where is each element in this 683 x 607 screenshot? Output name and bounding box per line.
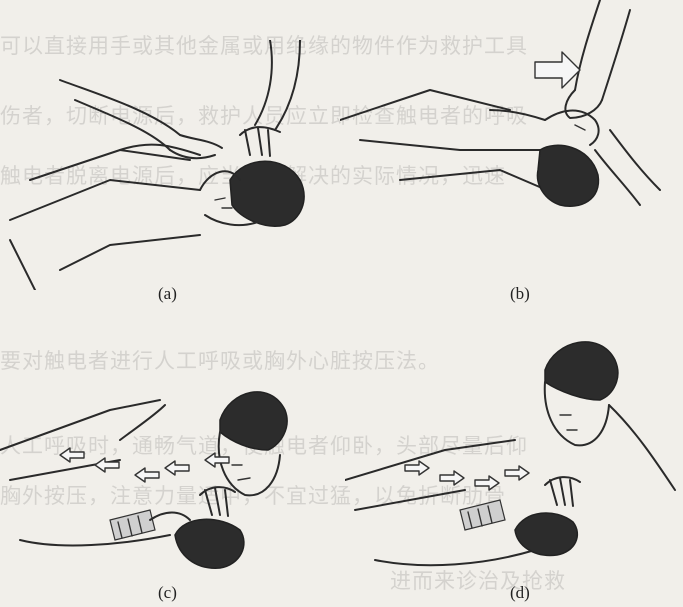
airflow-arrows <box>60 448 229 482</box>
inhalation-illustration <box>345 330 683 590</box>
head-tilt-illustration <box>340 0 683 290</box>
caption-a: (a) <box>158 284 177 304</box>
push-arrow-icon <box>535 52 580 88</box>
caption-d: (d) <box>510 583 530 603</box>
caption-c: (c) <box>158 583 177 603</box>
illustration-panel-d <box>345 330 683 590</box>
caption-b: (b) <box>510 284 530 304</box>
check-breathing-illustration <box>0 40 340 290</box>
illustration-panel-b <box>340 0 683 290</box>
exhalation-illustration <box>0 370 340 590</box>
airflow-arrows <box>405 461 529 490</box>
illustration-panel-a <box>0 40 340 290</box>
illustration-panel-c <box>0 370 340 590</box>
